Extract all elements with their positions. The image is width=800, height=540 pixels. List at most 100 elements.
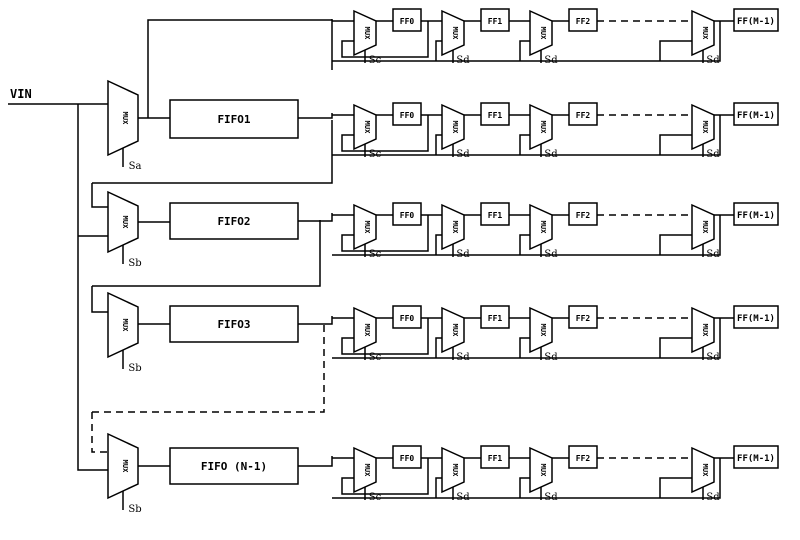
wire	[332, 115, 721, 156]
wire	[435, 234, 442, 255]
chain-mux	[353, 203, 377, 251]
chain-mux	[353, 103, 377, 151]
mux-label: MUX	[451, 464, 459, 477]
mux-label: MUX	[363, 464, 371, 477]
flip-flop-last-label: FF(M-1)	[737, 111, 775, 121]
mux-label: MUX	[701, 27, 709, 40]
flip-flop-label: FF1	[488, 111, 503, 120]
select-label: Sc	[369, 492, 382, 503]
vin-label: VIN	[10, 87, 32, 101]
chain-mux	[441, 446, 465, 494]
flip-flop	[392, 102, 422, 126]
select-label: Sa	[129, 161, 142, 172]
select-label: Sd	[706, 352, 720, 363]
flip-flop	[568, 305, 598, 329]
select-label: Sb	[128, 363, 141, 374]
select-label: Sd	[544, 249, 558, 260]
dashed-link	[91, 412, 108, 453]
flip-flop	[392, 202, 422, 226]
wire	[77, 104, 108, 471]
wire	[332, 215, 721, 256]
fifo-label: FIFO (N-1)	[201, 460, 267, 473]
mux-label: MUX	[539, 27, 547, 40]
wire	[298, 113, 333, 119]
wire	[519, 337, 530, 358]
flip-flop	[392, 305, 422, 329]
wire	[92, 220, 321, 287]
flip-flop-last	[733, 445, 779, 469]
input-mux	[107, 291, 139, 359]
flip-flop	[568, 8, 598, 32]
select-label: Sd	[706, 149, 720, 160]
chain-mux	[353, 9, 377, 57]
wires	[8, 19, 734, 510]
select-label: Sd	[544, 492, 558, 503]
flip-flop-label: FF1	[488, 17, 503, 26]
mux-label: MUX	[363, 324, 371, 337]
wire	[659, 40, 692, 61]
mux-label: MUX	[451, 121, 459, 134]
wire	[659, 337, 692, 358]
select-label: Sd	[706, 249, 720, 260]
flip-flop-last	[733, 202, 779, 226]
input-mux	[107, 432, 139, 500]
wire	[341, 21, 429, 58]
select-label: Sc	[369, 55, 382, 66]
fifo-label: FIFO3	[217, 318, 250, 331]
flip-flop-last-label: FF(M-1)	[737, 17, 775, 27]
wire	[519, 134, 530, 155]
chain-mux	[691, 203, 715, 251]
select-label: Sd	[544, 55, 558, 66]
mux-label: MUX	[701, 324, 709, 337]
select-label: Sd	[706, 55, 720, 66]
wire	[332, 318, 721, 359]
wire	[659, 134, 692, 155]
select-label: Sd	[456, 55, 470, 66]
flip-flop-label: FF0	[400, 111, 415, 120]
flip-flop-label: FF0	[400, 211, 415, 220]
select-label: Sd	[456, 352, 470, 363]
wire	[91, 183, 108, 208]
select-label: Sc	[369, 249, 382, 260]
flip-flop-last-label: FF(M-1)	[737, 314, 775, 324]
flip-flop-label: FF0	[400, 314, 415, 323]
flip-flop-label: FF0	[400, 17, 415, 26]
wire	[341, 458, 429, 495]
input-mux	[107, 190, 139, 254]
wire	[341, 318, 429, 355]
select-label: Sc	[369, 149, 382, 160]
mux-label: MUX	[539, 221, 547, 234]
chain-mux	[691, 9, 715, 57]
select-label: Sb	[128, 258, 141, 269]
flip-flop	[480, 202, 510, 226]
flip-flop-label: FF2	[576, 314, 591, 323]
wire	[91, 286, 108, 313]
mux-label: MUX	[451, 221, 459, 234]
mux-label: MUX	[539, 121, 547, 134]
flip-flop	[480, 305, 510, 329]
chain-mux	[441, 103, 465, 151]
wire	[435, 40, 442, 61]
wire	[435, 337, 442, 358]
wire	[519, 477, 530, 498]
chain-mux	[529, 103, 553, 151]
flip-flop-label: FF0	[400, 454, 415, 463]
flip-flop-label: FF2	[576, 454, 591, 463]
mux-label: MUX	[121, 112, 129, 125]
mux-label: MUX	[451, 324, 459, 337]
flip-flop-label: FF2	[576, 211, 591, 220]
wire	[332, 458, 721, 499]
mux-label: MUX	[451, 27, 459, 40]
chain-mux	[691, 103, 715, 151]
wire	[298, 213, 333, 222]
chain-mux	[529, 306, 553, 354]
flip-flop	[568, 445, 598, 469]
mux-label: MUX	[701, 221, 709, 234]
flip-flop-label: FF1	[488, 211, 503, 220]
flip-flop	[480, 102, 510, 126]
select-label: Sd	[706, 492, 720, 503]
flip-flop	[568, 202, 598, 226]
wire	[519, 234, 530, 255]
input-mux	[107, 79, 139, 157]
select-label: Sd	[456, 492, 470, 503]
